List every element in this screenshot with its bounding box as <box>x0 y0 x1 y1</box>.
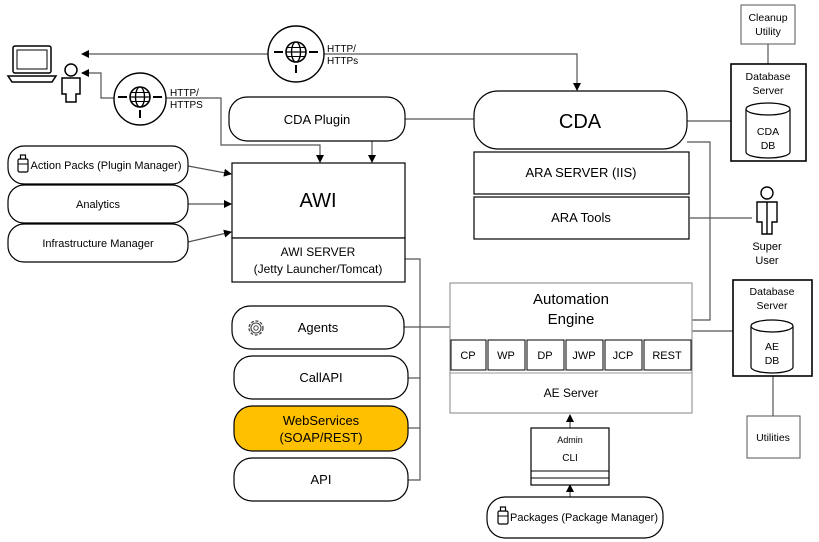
http-top-line1: HTTP/ <box>327 44 356 55</box>
awi-server-bus <box>405 258 421 481</box>
ae-db-line2: DB <box>765 355 780 367</box>
ae-server-label: AE Server <box>544 386 599 400</box>
analytics-label: Analytics <box>76 199 121 211</box>
connectors <box>81 44 774 497</box>
ae-process-dp: DP <box>537 350 552 362</box>
admin-cli-line1: Admin <box>557 435 583 445</box>
admin-cli-line2: CLI <box>562 453 578 464</box>
ae-db-line1: AE <box>765 341 779 353</box>
automation-engine-line2: Engine <box>548 311 595 328</box>
ae-process-row: CP WP DP JWP JCP REST <box>450 339 692 371</box>
awi-label: AWI <box>299 190 336 212</box>
http-top-callout: HTTP/ HTTPs <box>267 25 358 83</box>
http-left-link-user <box>81 69 115 99</box>
cleanup-utility-box: Cleanup Utility <box>740 4 796 45</box>
webservices-line2: (SOAP/REST) <box>279 430 362 445</box>
cda-plugin-box: CDA Plugin <box>228 96 406 142</box>
laptop-icon <box>6 45 58 83</box>
automation-engine-box: Automation Engine CP WP DP JWP JCP REST … <box>449 282 693 414</box>
ae-process-cp: CP <box>460 350 475 362</box>
super-user-line1: Super <box>752 241 782 253</box>
analytics-box: Analytics <box>7 184 189 224</box>
awi-server-line1: AWI SERVER <box>281 245 356 259</box>
http-left-line1: HTTP/ <box>170 88 199 99</box>
agents-box: Agents <box>231 305 405 350</box>
cda-db-line1: CDA <box>757 126 779 138</box>
gear-icon <box>248 320 264 336</box>
awi-box: AWI AWI SERVER (Jetty Launcher/Tomcat) <box>231 162 406 283</box>
action-packs-label: Action Packs (Plugin Manager) <box>30 160 181 172</box>
awi-server-line2: (Jetty Launcher/Tomcat) <box>254 262 383 276</box>
cda-to-ae <box>687 141 711 321</box>
ae-process-rest: REST <box>652 350 682 362</box>
webservices-line1: WebServices <box>283 413 360 428</box>
database-server-ae: Database Server AE DB <box>732 279 813 377</box>
agents-label: Agents <box>298 320 339 335</box>
super-user-line2: User <box>755 255 779 267</box>
ae-process-jwp: JWP <box>572 350 595 362</box>
db-server-bottom-line2: Server <box>757 300 788 312</box>
db-server-top-line1: Database <box>746 71 791 83</box>
db-server-top-line2: Server <box>753 85 784 97</box>
database-server-cda: Database Server CDA DB <box>730 63 807 162</box>
cleanup-line2: Utility <box>755 26 781 38</box>
ara-server-label: ARA SERVER (IIS) <box>525 165 636 180</box>
packages-box: Packages (Package Manager) <box>486 496 664 539</box>
action-packs-box: Action Packs (Plugin Manager) <box>7 145 189 185</box>
utilities-box: Utilities <box>746 415 801 459</box>
ae-process-wp: WP <box>497 350 515 362</box>
infrastructure-manager-box: Infrastructure Manager <box>7 223 189 263</box>
cda-box: CDA <box>473 90 688 150</box>
ara-server-box: ARA SERVER (IIS) <box>473 151 690 195</box>
db-server-bottom-line1: Database <box>750 286 795 298</box>
http-top-line2: HTTPs <box>327 56 358 67</box>
http-left-callout: HTTP/ HTTPS <box>113 72 203 126</box>
packages-label: Packages (Package Manager) <box>510 512 658 524</box>
infra-to-awi <box>187 229 232 243</box>
action-packs-to-awi <box>187 165 232 177</box>
http-left-link-awi <box>164 97 324 163</box>
ae-db-cylinder: AE DB <box>750 319 794 374</box>
webservices-box: WebServices (SOAP/REST) <box>233 405 409 452</box>
cda-db-line2: DB <box>761 140 776 152</box>
callapi-label: CallAPI <box>299 370 342 385</box>
awi-server-box <box>231 237 406 283</box>
cda-plugin-label: CDA Plugin <box>284 112 350 127</box>
admin-cli-box: Admin CLI <box>530 427 610 486</box>
http-left-line2: HTTPS <box>170 100 203 111</box>
ae-process-jcp: JCP <box>613 350 634 362</box>
cda-db-cylinder: CDA DB <box>745 102 791 159</box>
ara-tools-box: ARA Tools <box>473 196 690 240</box>
user-icon <box>61 63 81 103</box>
utilities-label: Utilities <box>756 432 790 444</box>
cleanup-line1: Cleanup <box>748 12 787 24</box>
automation-engine-line1: Automation <box>533 291 609 308</box>
http-top-link-right <box>322 53 581 91</box>
super-user-icon <box>756 186 778 235</box>
ara-tools-label: ARA Tools <box>551 210 611 225</box>
cda-label: CDA <box>559 111 602 133</box>
callapi-box: CallAPI <box>233 355 409 400</box>
api-label: API <box>311 472 332 487</box>
api-box: API <box>233 457 409 502</box>
infrastructure-manager-label: Infrastructure Manager <box>42 238 154 250</box>
